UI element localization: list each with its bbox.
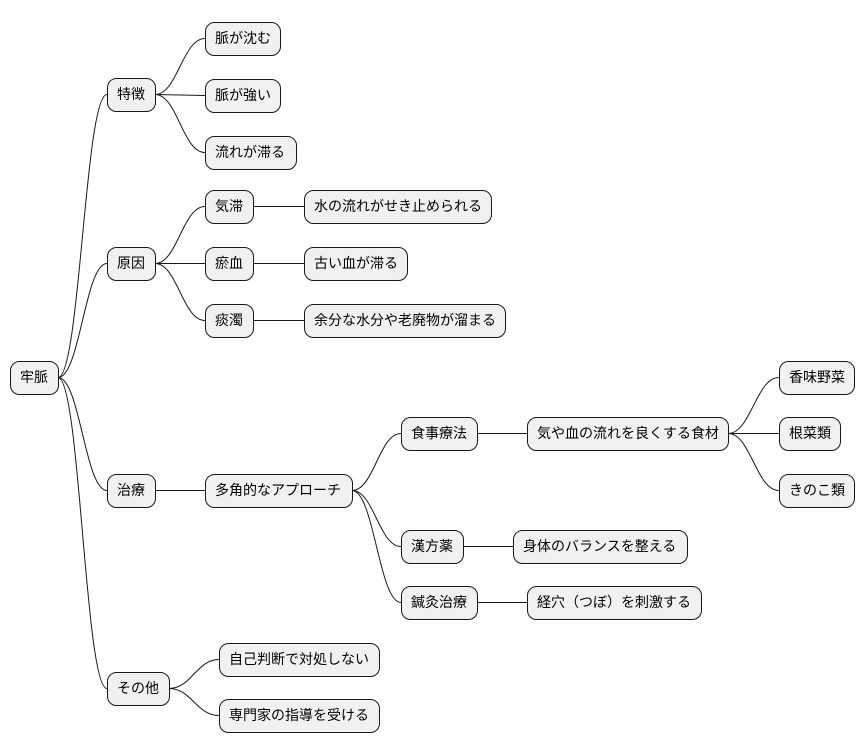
mindmap-node-t1: 多角的なアプローチ <box>205 474 353 508</box>
mindmap-node-root: 牢脈 <box>10 361 59 395</box>
edge-features-f2 <box>154 94 206 96</box>
node-label: 水の流れがせき止められる <box>314 199 482 215</box>
mindmap-node-c1: 気滞 <box>205 190 254 224</box>
node-label: 余分な水分や老廃物が溜まる <box>314 312 496 329</box>
node-label: 牢脈 <box>20 370 48 386</box>
node-box <box>107 474 156 508</box>
mindmap-node-t1a: 食事療法 <box>401 417 478 451</box>
edge-causes-c3 <box>154 263 206 321</box>
edge-other-o1 <box>168 659 220 689</box>
mindmap-node-c1a: 水の流れがせき止められる <box>304 190 492 224</box>
node-label: 治療 <box>117 482 145 499</box>
node-label: 流れが滞る <box>215 145 285 161</box>
edge-t1-t1c <box>351 490 402 603</box>
node-label: 古い血が滞る <box>314 256 398 272</box>
edge-root-other <box>57 377 108 689</box>
node-label: 自己判断で対処しない <box>229 652 369 668</box>
edge-t1-t1a <box>351 433 402 491</box>
node-box <box>527 586 702 620</box>
edge-features-f3 <box>154 94 206 153</box>
node-label: 気や血の流れを良くする食材 <box>537 425 719 442</box>
mindmap-node-f1: 脈が沈む <box>205 22 281 56</box>
node-box <box>401 586 478 620</box>
node-box <box>10 361 59 395</box>
mindmap-node-t1a1c: きのこ類 <box>779 474 855 508</box>
mindmap-node-other: その他 <box>107 672 170 706</box>
edge-root-treatment <box>57 377 108 491</box>
node-label: 瘀血 <box>215 255 243 272</box>
edge-t1-t1b <box>351 490 402 547</box>
node-box <box>513 530 688 564</box>
edge-causes-c1 <box>154 206 206 264</box>
mindmap-node-f3: 流れが滞る <box>205 136 297 170</box>
node-box <box>779 474 855 508</box>
node-label: 経穴（つぼ）を刺激する <box>537 594 691 611</box>
node-box <box>107 78 156 112</box>
node-box <box>304 304 506 338</box>
node-label: きのこ類 <box>789 483 845 499</box>
node-box <box>205 79 281 113</box>
edge-t1a1-t1a1a <box>727 377 780 434</box>
node-box <box>304 190 492 224</box>
node-label: 気滞 <box>215 199 243 215</box>
node-box <box>219 699 380 733</box>
mindmap-node-c3a: 余分な水分や老廃物が溜まる <box>304 304 506 338</box>
node-box <box>107 672 170 706</box>
mindmap-node-features: 特徴 <box>107 78 156 112</box>
node-box <box>401 530 464 564</box>
node-label: 脈が沈む <box>215 31 271 47</box>
node-label: 身体のバランスを整える <box>523 539 676 555</box>
node-box <box>401 417 478 451</box>
edge-root-causes <box>57 263 108 378</box>
mindmap-node-t1c1: 経穴（つぼ）を刺激する <box>527 586 702 620</box>
node-label: 痰濁 <box>215 313 243 329</box>
node-box <box>779 361 855 395</box>
node-label: その他 <box>117 681 159 697</box>
mindmap-node-t1c: 鍼灸治療 <box>401 586 478 620</box>
node-label: 脈が強い <box>215 88 271 104</box>
mindmap-node-c3: 痰濁 <box>205 304 254 338</box>
node-label: 鍼灸治療 <box>411 594 467 611</box>
node-box <box>219 643 380 677</box>
node-label: 多角的なアプローチ <box>215 482 341 499</box>
mindmap-node-treatment: 治療 <box>107 474 156 508</box>
edge-other-o2 <box>168 688 220 716</box>
node-box <box>205 247 254 281</box>
edge-t1a1-t1a1c <box>727 433 780 491</box>
node-box <box>779 417 841 451</box>
mindmap-node-c2: 瘀血 <box>205 247 254 281</box>
node-box <box>304 247 408 281</box>
node-label: 専門家の指導を受ける <box>229 707 369 724</box>
mindmap-edges <box>57 38 780 716</box>
mindmap-node-o1: 自己判断で対処しない <box>219 643 380 677</box>
node-box <box>205 190 254 224</box>
node-box <box>205 474 353 508</box>
mindmap-node-c2a: 古い血が滞る <box>304 247 408 281</box>
mindmap-node-t1a1: 気や血の流れを良くする食材 <box>527 417 729 451</box>
mindmap-node-causes: 原因 <box>107 247 156 281</box>
node-box <box>205 304 254 338</box>
node-box <box>107 247 156 281</box>
mindmap-node-t1b: 漢方薬 <box>401 530 464 564</box>
node-box <box>527 417 729 451</box>
mindmap-node-f2: 脈が強い <box>205 79 281 113</box>
mindmap-node-t1a1a: 香味野菜 <box>779 361 855 395</box>
node-label: 根菜類 <box>789 426 831 442</box>
node-label: 香味野菜 <box>789 370 845 386</box>
edge-root-features <box>57 94 108 378</box>
node-box <box>205 136 297 170</box>
node-label: 食事療法 <box>411 425 467 442</box>
mindmap-node-t1a1b: 根菜類 <box>779 417 841 451</box>
node-label: 原因 <box>117 256 145 272</box>
node-label: 漢方薬 <box>411 539 453 555</box>
edge-features-f1 <box>154 38 206 95</box>
node-label: 特徴 <box>117 87 145 103</box>
node-box <box>205 22 281 56</box>
mindmap-node-o2: 専門家の指導を受ける <box>219 699 380 733</box>
mindmap-node-t1b1: 身体のバランスを整える <box>513 530 688 564</box>
